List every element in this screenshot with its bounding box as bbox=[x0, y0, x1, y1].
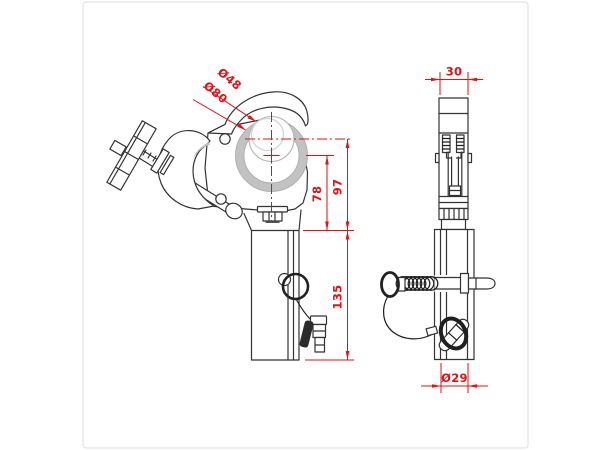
hook-arm bbox=[207, 91, 309, 135]
dim-label-d29: Ø29 bbox=[441, 371, 468, 385]
wing-knob bbox=[106, 120, 157, 191]
center-cross bbox=[263, 147, 280, 164]
pin-flag-handle bbox=[299, 320, 314, 348]
quick-release-pin bbox=[380, 271, 496, 340]
dim-d29: Ø29 bbox=[421, 363, 488, 393]
dim-label-h97: 97 bbox=[331, 179, 345, 196]
safety-pin-front bbox=[438, 316, 470, 352]
body-taper bbox=[243, 209, 302, 232]
pipe-bore bbox=[250, 117, 285, 152]
pin-tip bbox=[467, 277, 496, 290]
dim-h135: 135 bbox=[331, 230, 350, 360]
image-panel-border bbox=[82, 1, 529, 449]
rod-end-cap bbox=[225, 202, 243, 220]
front-view bbox=[380, 97, 496, 361]
pull-ring-front bbox=[438, 316, 469, 351]
dim-h78: 78 bbox=[310, 155, 329, 231]
dim-h97: 97 bbox=[331, 139, 350, 231]
lanyard-cable-front bbox=[383, 295, 432, 340]
spring-mechanism bbox=[441, 134, 465, 197]
dim-label-h135: 135 bbox=[331, 285, 345, 310]
side-view bbox=[106, 91, 328, 361]
rivet-hole-bottom bbox=[215, 193, 227, 205]
pin-ring-handle bbox=[380, 271, 400, 298]
rivet-hole-top bbox=[219, 133, 231, 145]
lanyard-cable bbox=[295, 298, 312, 321]
lanyard-clip bbox=[425, 325, 439, 337]
dim-w30: 30 bbox=[425, 65, 483, 95]
t-bolt-nut bbox=[256, 205, 289, 223]
spigot-tube-side bbox=[250, 229, 300, 361]
claw-shading bbox=[192, 142, 210, 160]
knob-shaft-stub bbox=[109, 139, 127, 157]
knurled-collar bbox=[438, 207, 469, 231]
dim-label-w30: 30 bbox=[446, 65, 463, 79]
dim-label-h78: 78 bbox=[310, 186, 324, 203]
rod-washers bbox=[150, 148, 175, 176]
safety-pin-side bbox=[277, 272, 328, 353]
trigger-claw bbox=[157, 130, 215, 210]
